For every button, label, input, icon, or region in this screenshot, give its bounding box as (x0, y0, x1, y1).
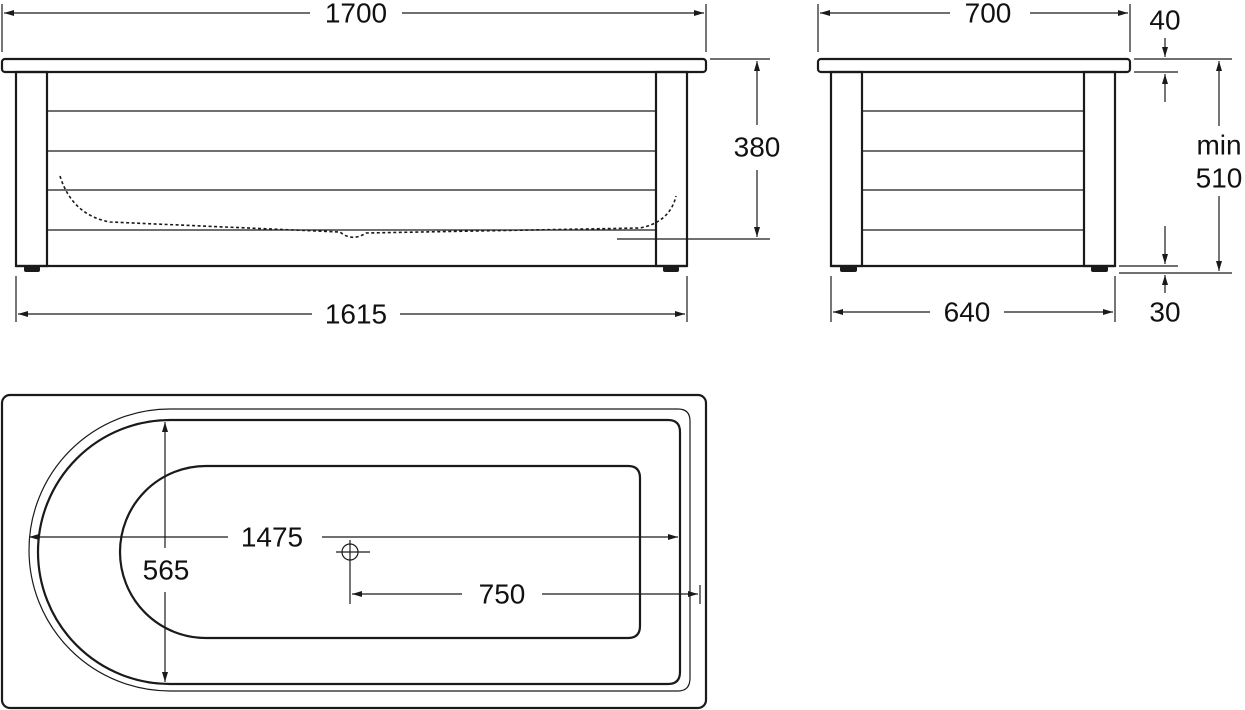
top-outer-rim (0, 393, 708, 710)
top-rim-inner-edge (36, 418, 682, 686)
top-rim-outer-edge (28, 408, 691, 692)
dim-inner-width: 565 (143, 555, 190, 586)
front-left-foot (24, 266, 40, 272)
front-view: 1700 1615 380 (0, 0, 781, 330)
tub-hidden-outline (59, 175, 677, 239)
top-view: 1475 565 750 (0, 393, 708, 710)
dim-min-label: min (1196, 130, 1241, 161)
front-rim (0, 57, 708, 74)
dim-foot-clearance: 30 (1149, 297, 1180, 328)
side-right-leg (1082, 70, 1117, 268)
front-right-foot (663, 266, 679, 272)
dim-leg-span: 1615 (325, 299, 387, 330)
dim-min-height: 510 (1196, 163, 1243, 194)
side-left-leg (829, 70, 864, 268)
drain-icon (336, 540, 370, 604)
top-basin (118, 464, 642, 640)
front-left-leg (14, 70, 49, 268)
dim-overall-width: 700 (965, 0, 1012, 29)
front-panel-lines (47, 110, 656, 231)
front-right-leg (654, 70, 689, 268)
dim-drain-offset: 750 (479, 579, 526, 610)
dim-inner-length: 1475 (241, 522, 303, 553)
dim-overall-length: 1700 (325, 0, 387, 29)
side-view: 700 640 40 min 510 30 (816, 0, 1243, 328)
dim-rim: 40 (1149, 5, 1180, 36)
dim-side-leg-span: 640 (944, 297, 991, 328)
side-rim (816, 57, 1132, 74)
dim-depth: 380 (734, 132, 781, 163)
